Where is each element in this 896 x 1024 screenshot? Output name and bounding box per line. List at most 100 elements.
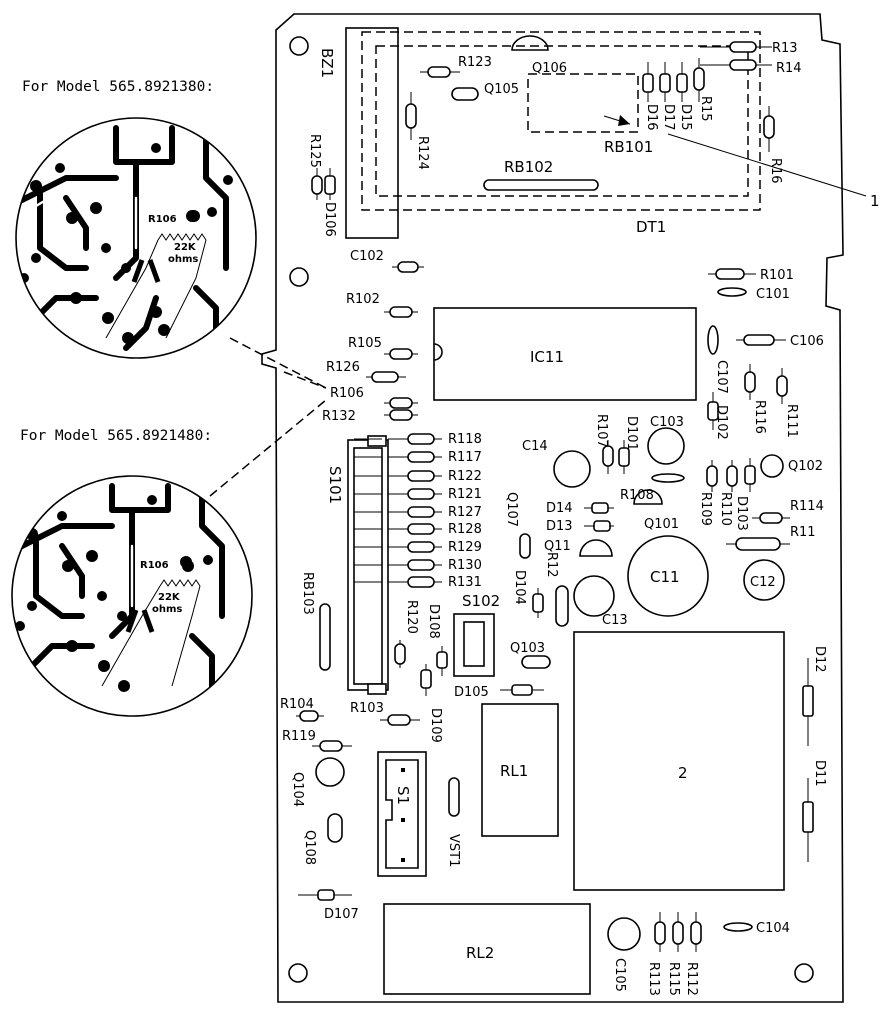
label-r121: R121: [448, 487, 482, 502]
label-q106: Q106: [532, 61, 567, 76]
label-c107: C107: [714, 360, 729, 394]
led-dome: [511, 35, 549, 51]
q104-transistor: [315, 757, 345, 787]
label-r113: R113: [646, 962, 661, 996]
r124-body: [405, 103, 417, 129]
label-c103: C103: [650, 415, 684, 430]
label-d105: D105: [454, 685, 489, 700]
callout-ref-1: 1: [870, 192, 880, 210]
label-c14: C14: [522, 439, 548, 454]
q101-transistor: [633, 489, 663, 505]
label-r15: R15: [698, 96, 713, 122]
label-ic11: IC11: [530, 348, 564, 366]
label-d104: D104: [512, 570, 527, 605]
vst1-body: [448, 777, 460, 817]
label-r120: R120: [404, 600, 419, 634]
label-c105: C105: [612, 958, 627, 992]
board-outline: [261, 13, 844, 1003]
label-r106: R106: [330, 386, 364, 401]
inset-a-resistor: R106: [148, 214, 177, 225]
label-d101: D101: [624, 416, 639, 451]
label-d108: D108: [426, 604, 441, 639]
label-q11: Q11: [544, 539, 571, 554]
label-r114: R114: [790, 499, 824, 514]
left-resistor-stack: [366, 306, 418, 421]
label-c106: C106: [790, 334, 824, 349]
q105-body: [451, 87, 479, 101]
c13-capacitor: [573, 575, 615, 617]
label-r11: R11: [790, 525, 816, 540]
dt1-outline: [361, 31, 761, 211]
label-rl2: RL2: [466, 944, 494, 962]
label-r104: R104: [280, 697, 314, 712]
c105-capacitor: [607, 917, 641, 951]
label-d13: D13: [546, 519, 573, 534]
d16-d17-d15-r15-group: [642, 58, 705, 102]
label-r109: R109: [698, 492, 713, 526]
label-d17: D17: [661, 104, 676, 131]
label-r125: R125: [307, 134, 322, 168]
inset-b-resistor: R106: [140, 560, 169, 571]
rb103-body: [319, 603, 331, 671]
label-c13: C13: [602, 613, 628, 628]
label-r128: R128: [448, 522, 482, 537]
label-d106: D106: [322, 202, 337, 237]
label-c11: C11: [650, 568, 680, 586]
label-rb101: RB101: [604, 138, 653, 156]
label-q102: Q102: [788, 459, 823, 474]
bz1-outline: [345, 27, 399, 239]
label-d15: D15: [678, 104, 693, 131]
rl1-relay: [481, 703, 559, 837]
component-2-block: [573, 631, 785, 891]
q102-transistor: [760, 454, 784, 478]
label-q105: Q105: [484, 82, 519, 97]
r106-dot-a: [188, 210, 200, 222]
label-vst1: VST1: [446, 834, 461, 867]
r13-body: [729, 41, 757, 53]
label-s101: S101: [326, 466, 344, 504]
q107-body: [519, 533, 531, 559]
label-c12: C12: [750, 575, 776, 590]
label-s1: S1: [394, 786, 412, 805]
callout-model-b: For Model 565.8921480:: [20, 428, 212, 444]
s1-connector: [377, 751, 427, 877]
c12-capacitor: [743, 559, 785, 601]
r106-dot-b: [180, 556, 192, 568]
label-d107: D107: [324, 907, 359, 922]
inset-b-unit: ohms: [152, 604, 182, 615]
label-r105: R105: [348, 336, 382, 351]
label-d102: D102: [714, 405, 729, 440]
label-r111: R111: [784, 404, 799, 438]
label-r119: R119: [282, 729, 316, 744]
label-r122: R122: [448, 469, 482, 484]
label-d109: D109: [428, 708, 443, 743]
c14-capacitor: [553, 450, 591, 488]
c103-capacitor: [647, 427, 685, 465]
inset-a-value: 22K: [174, 242, 197, 253]
callout-model-a: For Model 565.8921380:: [22, 79, 214, 95]
label-rb102: RB102: [504, 158, 553, 176]
inset-circle-model-b: [11, 475, 253, 717]
inset-a-unit: ohms: [168, 254, 198, 265]
rb102-body: [483, 179, 599, 191]
label-r123: R123: [458, 55, 492, 70]
label-r126: R126: [326, 360, 360, 375]
s102-connector: [453, 613, 495, 677]
label-q103: Q103: [510, 641, 545, 656]
label-rl1: RL1: [500, 762, 528, 780]
label-dt1: DT1: [636, 218, 666, 236]
label-r129: R129: [448, 540, 482, 555]
label-s102: S102: [462, 592, 500, 610]
label-c104: C104: [756, 921, 790, 936]
label-q107: Q107: [504, 492, 519, 527]
c11-capacitor: [627, 535, 709, 617]
label-r101: R101: [760, 268, 794, 283]
label-q104: Q104: [290, 772, 305, 807]
ic11-chip: [433, 307, 697, 401]
label-r102: R102: [346, 292, 380, 307]
label-d11: D11: [812, 760, 827, 787]
callout-ref-2: 2: [678, 764, 688, 782]
label-rb103: RB103: [300, 572, 315, 615]
label-r118: R118: [448, 432, 482, 447]
